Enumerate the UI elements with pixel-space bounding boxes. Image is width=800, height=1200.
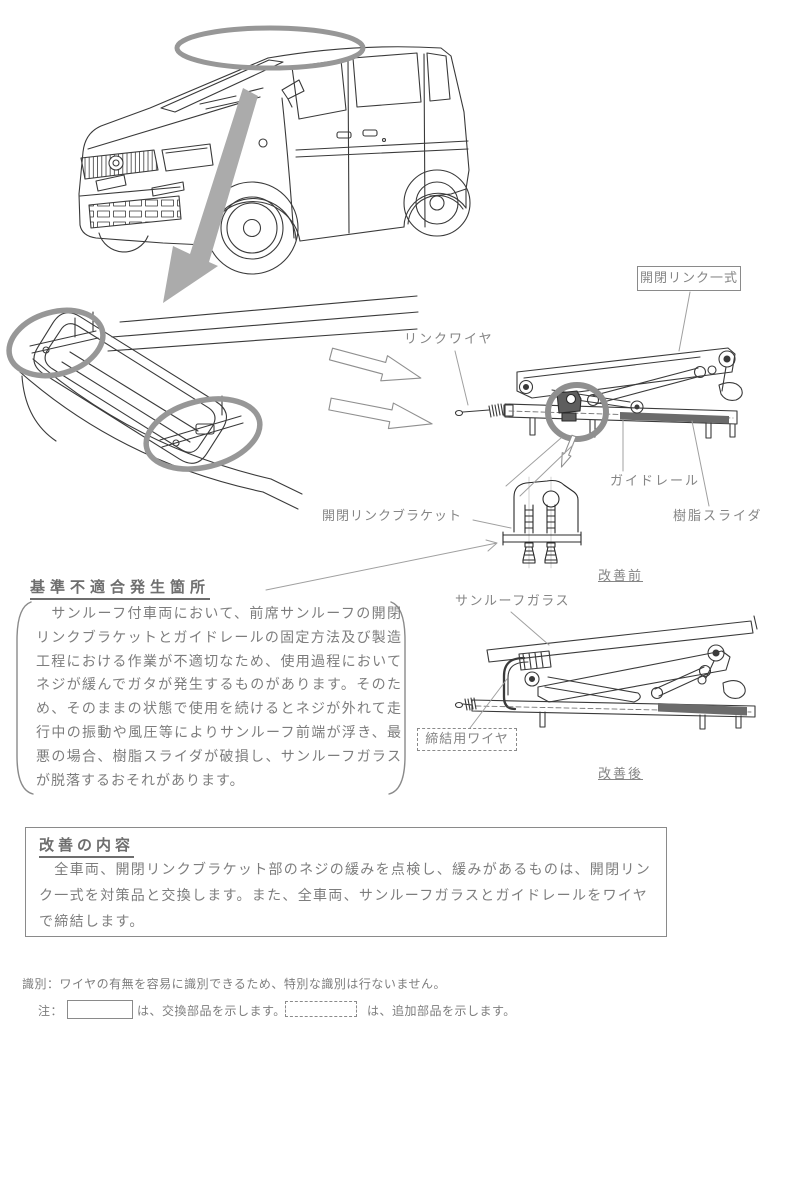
front-corner-highlight-oval [6, 307, 106, 379]
added-part-note: は、追加部品を示します。 [367, 1004, 516, 1018]
bracket-detail [502, 476, 582, 569]
bracket-highlight-oval [545, 382, 609, 442]
replacement-part-sample-box [67, 1000, 133, 1019]
defect-section-heading: 基準不適合発生箇所 [30, 576, 211, 600]
paragraph-parentheses [16, 601, 406, 795]
callout-arrows [328, 347, 433, 430]
label-sunroof-glass: サンルーフガラス [455, 594, 570, 609]
improvement-box: 改善の内容 全車両、開閉リンクブラケット部のネジの緩みを点検し、緩みがあるものは… [25, 827, 667, 937]
caption-before-improvement: 改善前 [598, 569, 644, 584]
rear-corner-highlight-oval [143, 396, 263, 472]
resin-slider-shape [620, 412, 729, 424]
label-link-wire: リンクワイヤ [404, 332, 494, 347]
callout-arrow-lower [328, 397, 433, 430]
mechanism-after [454, 615, 758, 730]
added-part-sample-box [285, 1001, 357, 1017]
leader-lines [265, 291, 710, 729]
note-prefix: 注： [38, 1004, 64, 1018]
identification-note: 識別：ワイヤの有無を容易に識別できるため、特別な識別は行ないません。 [22, 977, 447, 991]
sunroof-frame-illustration [6, 295, 419, 510]
label-link-bracket: 開閉リンクブラケット [322, 509, 463, 524]
van-illustration [78, 25, 471, 303]
zoom-arrow [163, 88, 258, 303]
label-fastening-wire: 締結用ワイヤ [417, 728, 517, 751]
label-guide-rail: ガイドレール [610, 474, 701, 489]
mechanism-before [454, 347, 743, 468]
defect-section-body: サンルーフ付車両において、前席サンルーフの開閉リンクブラケットとガイドレールの固… [36, 606, 402, 789]
roof-highlight-oval [174, 25, 366, 71]
defect-pointer-arrow [265, 539, 498, 591]
label-resin-slider: 樹脂スライダ [673, 509, 763, 524]
improvement-section-heading: 改善の内容 [39, 834, 135, 858]
replacement-part-note: は、交換部品を示します。 [137, 1004, 286, 1018]
label-link-assembly: 開閉リンク一式 [637, 266, 741, 291]
detail-zoom-arrow [560, 434, 577, 468]
fastening-wire-shape [502, 656, 526, 711]
improvement-section-body: 全車両、開閉リンクブラケット部のネジの緩みを点検し、緩みがあるものは、開閉リンク… [39, 862, 651, 930]
callout-arrow-upper [328, 347, 422, 382]
caption-after-improvement: 改善後 [598, 767, 644, 782]
